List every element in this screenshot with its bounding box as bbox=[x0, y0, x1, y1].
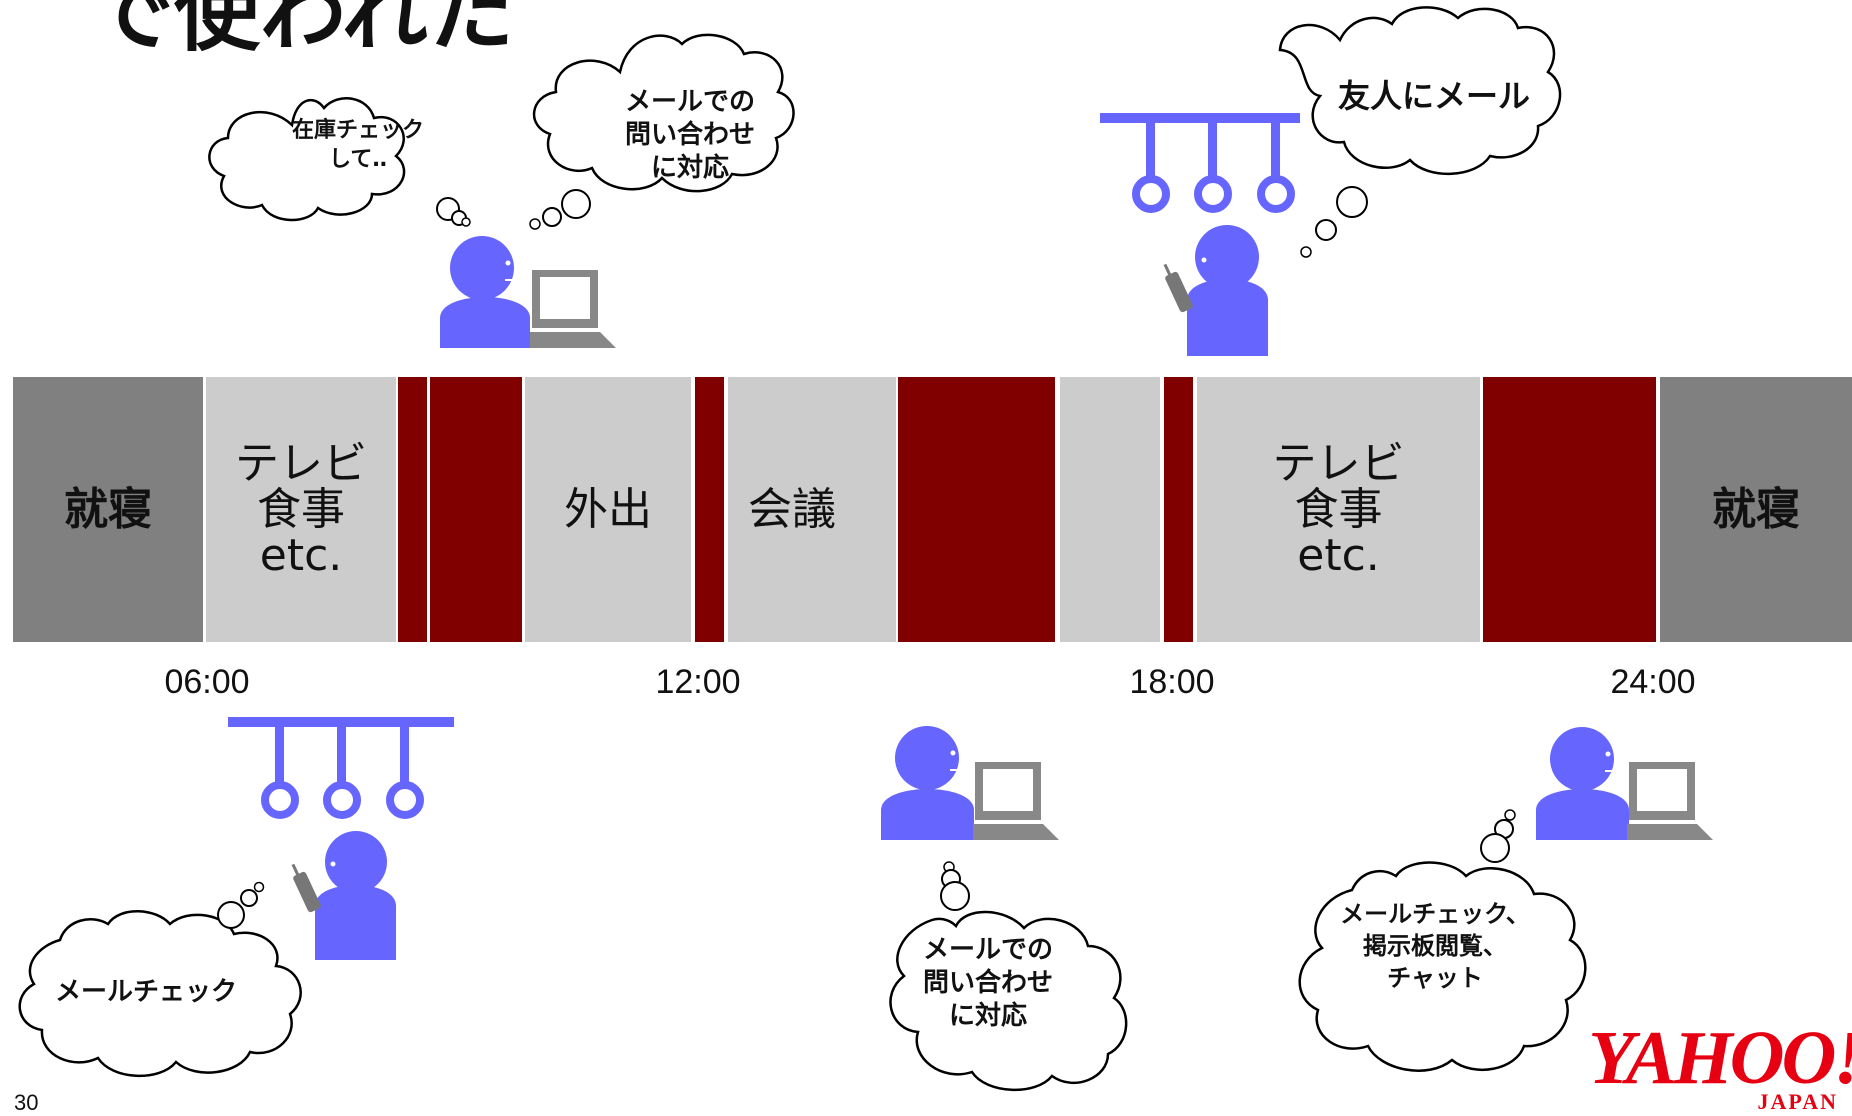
slide-title: で使われた bbox=[88, 0, 514, 63]
logo-subtext: JAPAN bbox=[1757, 1089, 1838, 1114]
segment-sleep-night: 就寝 bbox=[1660, 377, 1852, 642]
segment-online bbox=[695, 377, 724, 642]
segment-online bbox=[1164, 377, 1193, 642]
thought-bubble-mail-inquiry-bottom bbox=[889, 861, 1128, 1092]
thought-text-mail-inquiry-bottom: メールでの 問い合わせ に対応 bbox=[922, 935, 1053, 1031]
person-with-phone-evening bbox=[1163, 225, 1268, 356]
tick-1800: 18:00 bbox=[1129, 663, 1215, 701]
mobile-phone-icon bbox=[291, 863, 321, 913]
laptop-icon bbox=[530, 270, 616, 348]
tick-2400: 24:00 bbox=[1610, 663, 1696, 701]
mobile-phone-icon bbox=[1163, 263, 1193, 313]
person-at-laptop-morning bbox=[440, 236, 616, 348]
segment-label: 外出 bbox=[564, 483, 652, 535]
thought-text-mail-friend: 友人にメール bbox=[1337, 77, 1530, 115]
laptop-icon bbox=[973, 762, 1059, 840]
page-number: 30 bbox=[14, 1090, 39, 1115]
segment-label: 就寝 bbox=[1712, 483, 1800, 535]
segment-online bbox=[398, 377, 427, 642]
segment-label: テレビ 食事 etc. bbox=[235, 437, 367, 581]
person-icon bbox=[315, 831, 396, 960]
laptop-icon bbox=[1627, 762, 1713, 840]
segment-online bbox=[1483, 377, 1656, 642]
tick-1200: 12:00 bbox=[655, 663, 741, 701]
person-icon bbox=[1187, 225, 1268, 356]
thought-bubble-mail-friend bbox=[1278, 6, 1562, 258]
person-icon bbox=[881, 726, 974, 840]
segment-tv-meal-evening: テレビ 食事 etc. bbox=[1197, 377, 1480, 642]
thought-text-mail-inquiry-top: メールでの 問い合わせ に対応 bbox=[624, 87, 755, 183]
segment-meeting: 会議 bbox=[728, 377, 896, 642]
segment-offline bbox=[1060, 377, 1160, 642]
thought-bubble-mail-check bbox=[18, 881, 302, 1077]
segment-online bbox=[898, 377, 1055, 642]
train-handrail-top bbox=[1100, 113, 1300, 213]
segment-tv-meal-morning: テレビ 食事 etc. bbox=[206, 377, 396, 642]
thought-bubble-mail-inquiry-top bbox=[529, 33, 795, 230]
person-icon bbox=[1536, 727, 1629, 840]
thought-text-evening: メールチェック、 掲示板閲覧、 チャット bbox=[1340, 900, 1530, 992]
segment-label: 就寝 bbox=[64, 483, 152, 535]
segment-label: テレビ 食事 etc. bbox=[1272, 437, 1405, 581]
segment-sleep-morning: 就寝 bbox=[13, 377, 203, 642]
segment-outing: 外出 bbox=[525, 377, 691, 642]
segment-online bbox=[430, 377, 522, 642]
person-icon bbox=[440, 236, 530, 348]
segment-label: 会議 bbox=[748, 483, 836, 535]
thought-bubble-evening bbox=[1298, 809, 1587, 1072]
thought-bubble-stock-check bbox=[208, 97, 471, 227]
thought-text-stock-check: 在庫チェック して‥ bbox=[291, 118, 424, 172]
tick-0600: 06:00 bbox=[164, 663, 250, 701]
thought-text-mail-check: メールチェック bbox=[54, 977, 237, 1007]
person-at-laptop-afternoon bbox=[881, 726, 1059, 840]
train-handrail-bottom bbox=[228, 717, 454, 819]
person-with-phone-morning bbox=[291, 831, 396, 960]
yahoo-japan-logo: YAHOO! JAPAN bbox=[1560, 1020, 1852, 1115]
logo-wordmark: YAHOO! bbox=[1588, 1016, 1852, 1100]
person-at-laptop-night bbox=[1536, 727, 1713, 840]
